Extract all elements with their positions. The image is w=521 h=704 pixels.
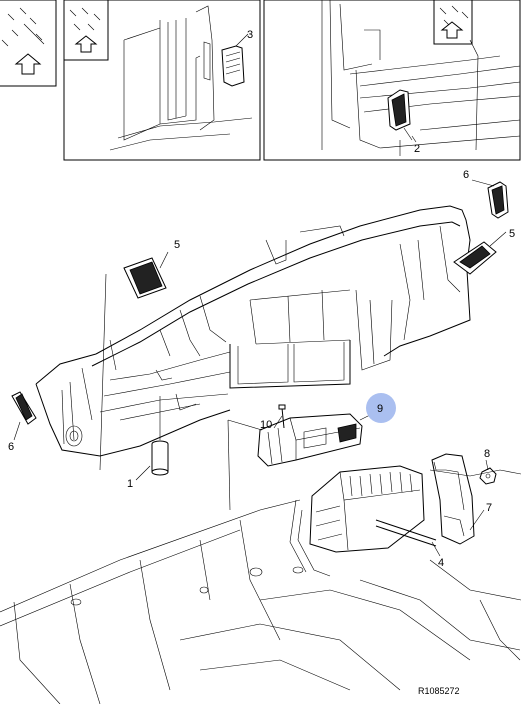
heater-unit-4 [289, 465, 437, 577]
leader-lines [13, 33, 507, 557]
cab-floor [0, 469, 521, 704]
callout-2: 2 [414, 143, 420, 155]
bracket-7 [431, 453, 475, 545]
vent-3 [221, 45, 245, 87]
screw-10 [278, 404, 286, 429]
callout-1: 1 [127, 478, 133, 490]
inset-view-right [263, 0, 521, 161]
direction-arrow-icon [14, 53, 42, 75]
dashboard-frame [35, 205, 471, 457]
orientation-thumbnail-icon [69, 7, 101, 31]
reference-code: R1085272 [418, 686, 460, 696]
callout-9: 9 [377, 403, 383, 415]
callout-6-right: 6 [463, 169, 469, 181]
nut-8 [479, 467, 497, 485]
callout-10: 10 [260, 419, 272, 431]
callout-5-left: 5 [174, 239, 180, 251]
callout-8: 8 [484, 448, 490, 460]
highlight-marker [366, 393, 396, 423]
vent-2 [387, 89, 411, 131]
callout-4: 4 [438, 557, 444, 569]
vent-5-right [453, 241, 497, 275]
callout-6-left: 6 [8, 441, 14, 453]
callout-7: 7 [486, 502, 492, 514]
inset-view-center [63, 0, 261, 161]
direction-arrow-icon [440, 21, 464, 39]
orientation-thumbnail-icon [1, 7, 45, 47]
callout-5-right: 5 [509, 228, 515, 240]
inset-view-left [0, 0, 57, 87]
vent-6-left [11, 391, 37, 425]
duct-1 [151, 396, 169, 476]
duct-9 [257, 413, 363, 467]
callout-3: 3 [247, 29, 253, 41]
direction-arrow-icon [74, 35, 98, 53]
vent-5-left [123, 257, 167, 299]
vent-6-right [487, 181, 509, 219]
